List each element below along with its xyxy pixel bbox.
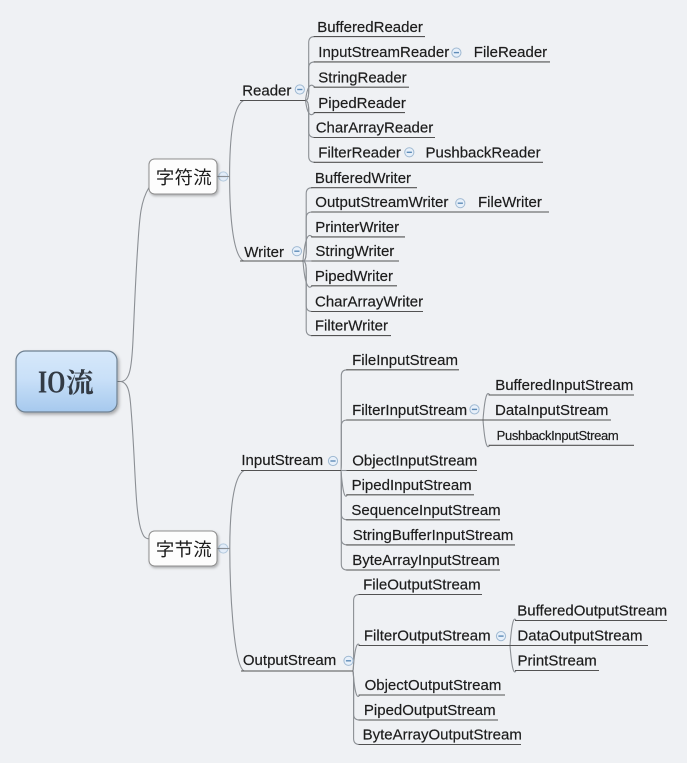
svg-text:PipedReader: PipedReader <box>318 95 406 112</box>
svg-text:ByteArrayInputStream: ByteArrayInputStream <box>352 552 500 569</box>
svg-text:FilterInputStream: FilterInputStream <box>352 402 467 419</box>
svg-text:CharArrayReader: CharArrayReader <box>316 120 434 137</box>
svg-text:OutputStream: OutputStream <box>243 652 336 669</box>
svg-text:PipedOutputStream: PipedOutputStream <box>364 702 496 719</box>
svg-text:ObjectOutputStream: ObjectOutputStream <box>365 677 502 694</box>
svg-text:StringWriter: StringWriter <box>315 243 394 260</box>
svg-text:FilterWriter: FilterWriter <box>315 318 388 335</box>
svg-text:BufferedOutputStream: BufferedOutputStream <box>517 603 667 620</box>
svg-text:PushbackInputStream: PushbackInputStream <box>497 428 619 443</box>
svg-text:PushbackReader: PushbackReader <box>426 145 541 162</box>
svg-text:InputStream: InputStream <box>241 452 323 469</box>
svg-text:BufferedWriter: BufferedWriter <box>315 170 411 187</box>
svg-text:ObjectInputStream: ObjectInputStream <box>352 453 477 470</box>
svg-text:PrintStream: PrintStream <box>518 653 597 670</box>
svg-text:FileInputStream: FileInputStream <box>352 352 458 369</box>
svg-text:BufferedInputStream: BufferedInputStream <box>495 377 633 394</box>
svg-text:BufferedReader: BufferedReader <box>317 19 423 36</box>
svg-text:DataOutputStream: DataOutputStream <box>517 628 642 645</box>
svg-text:IO: IO <box>38 364 66 399</box>
svg-text:PipedInputStream: PipedInputStream <box>352 477 472 494</box>
svg-text:StringReader: StringReader <box>318 69 406 86</box>
svg-text:PipedWriter: PipedWriter <box>315 268 393 285</box>
svg-text:FileReader: FileReader <box>474 44 547 61</box>
svg-text:StringBufferInputStream: StringBufferInputStream <box>353 527 514 544</box>
svg-text:Writer: Writer <box>244 244 284 261</box>
svg-text:SequenceInputStream: SequenceInputStream <box>351 502 500 519</box>
svg-text:InputStreamReader: InputStreamReader <box>318 44 449 61</box>
svg-text:PrinterWriter: PrinterWriter <box>315 219 399 236</box>
svg-text:DataInputStream: DataInputStream <box>495 402 608 419</box>
svg-text:ByteArrayOutputStream: ByteArrayOutputStream <box>363 727 522 744</box>
svg-text:Reader: Reader <box>242 83 291 100</box>
svg-text:CharArrayWriter: CharArrayWriter <box>315 294 423 311</box>
svg-text:FileWriter: FileWriter <box>478 194 542 211</box>
svg-text:FileOutputStream: FileOutputStream <box>363 577 481 594</box>
svg-text:FilterOutputStream: FilterOutputStream <box>364 628 491 645</box>
svg-text:FilterReader: FilterReader <box>318 145 401 162</box>
svg-text:OutputStreamWriter: OutputStreamWriter <box>315 194 448 211</box>
